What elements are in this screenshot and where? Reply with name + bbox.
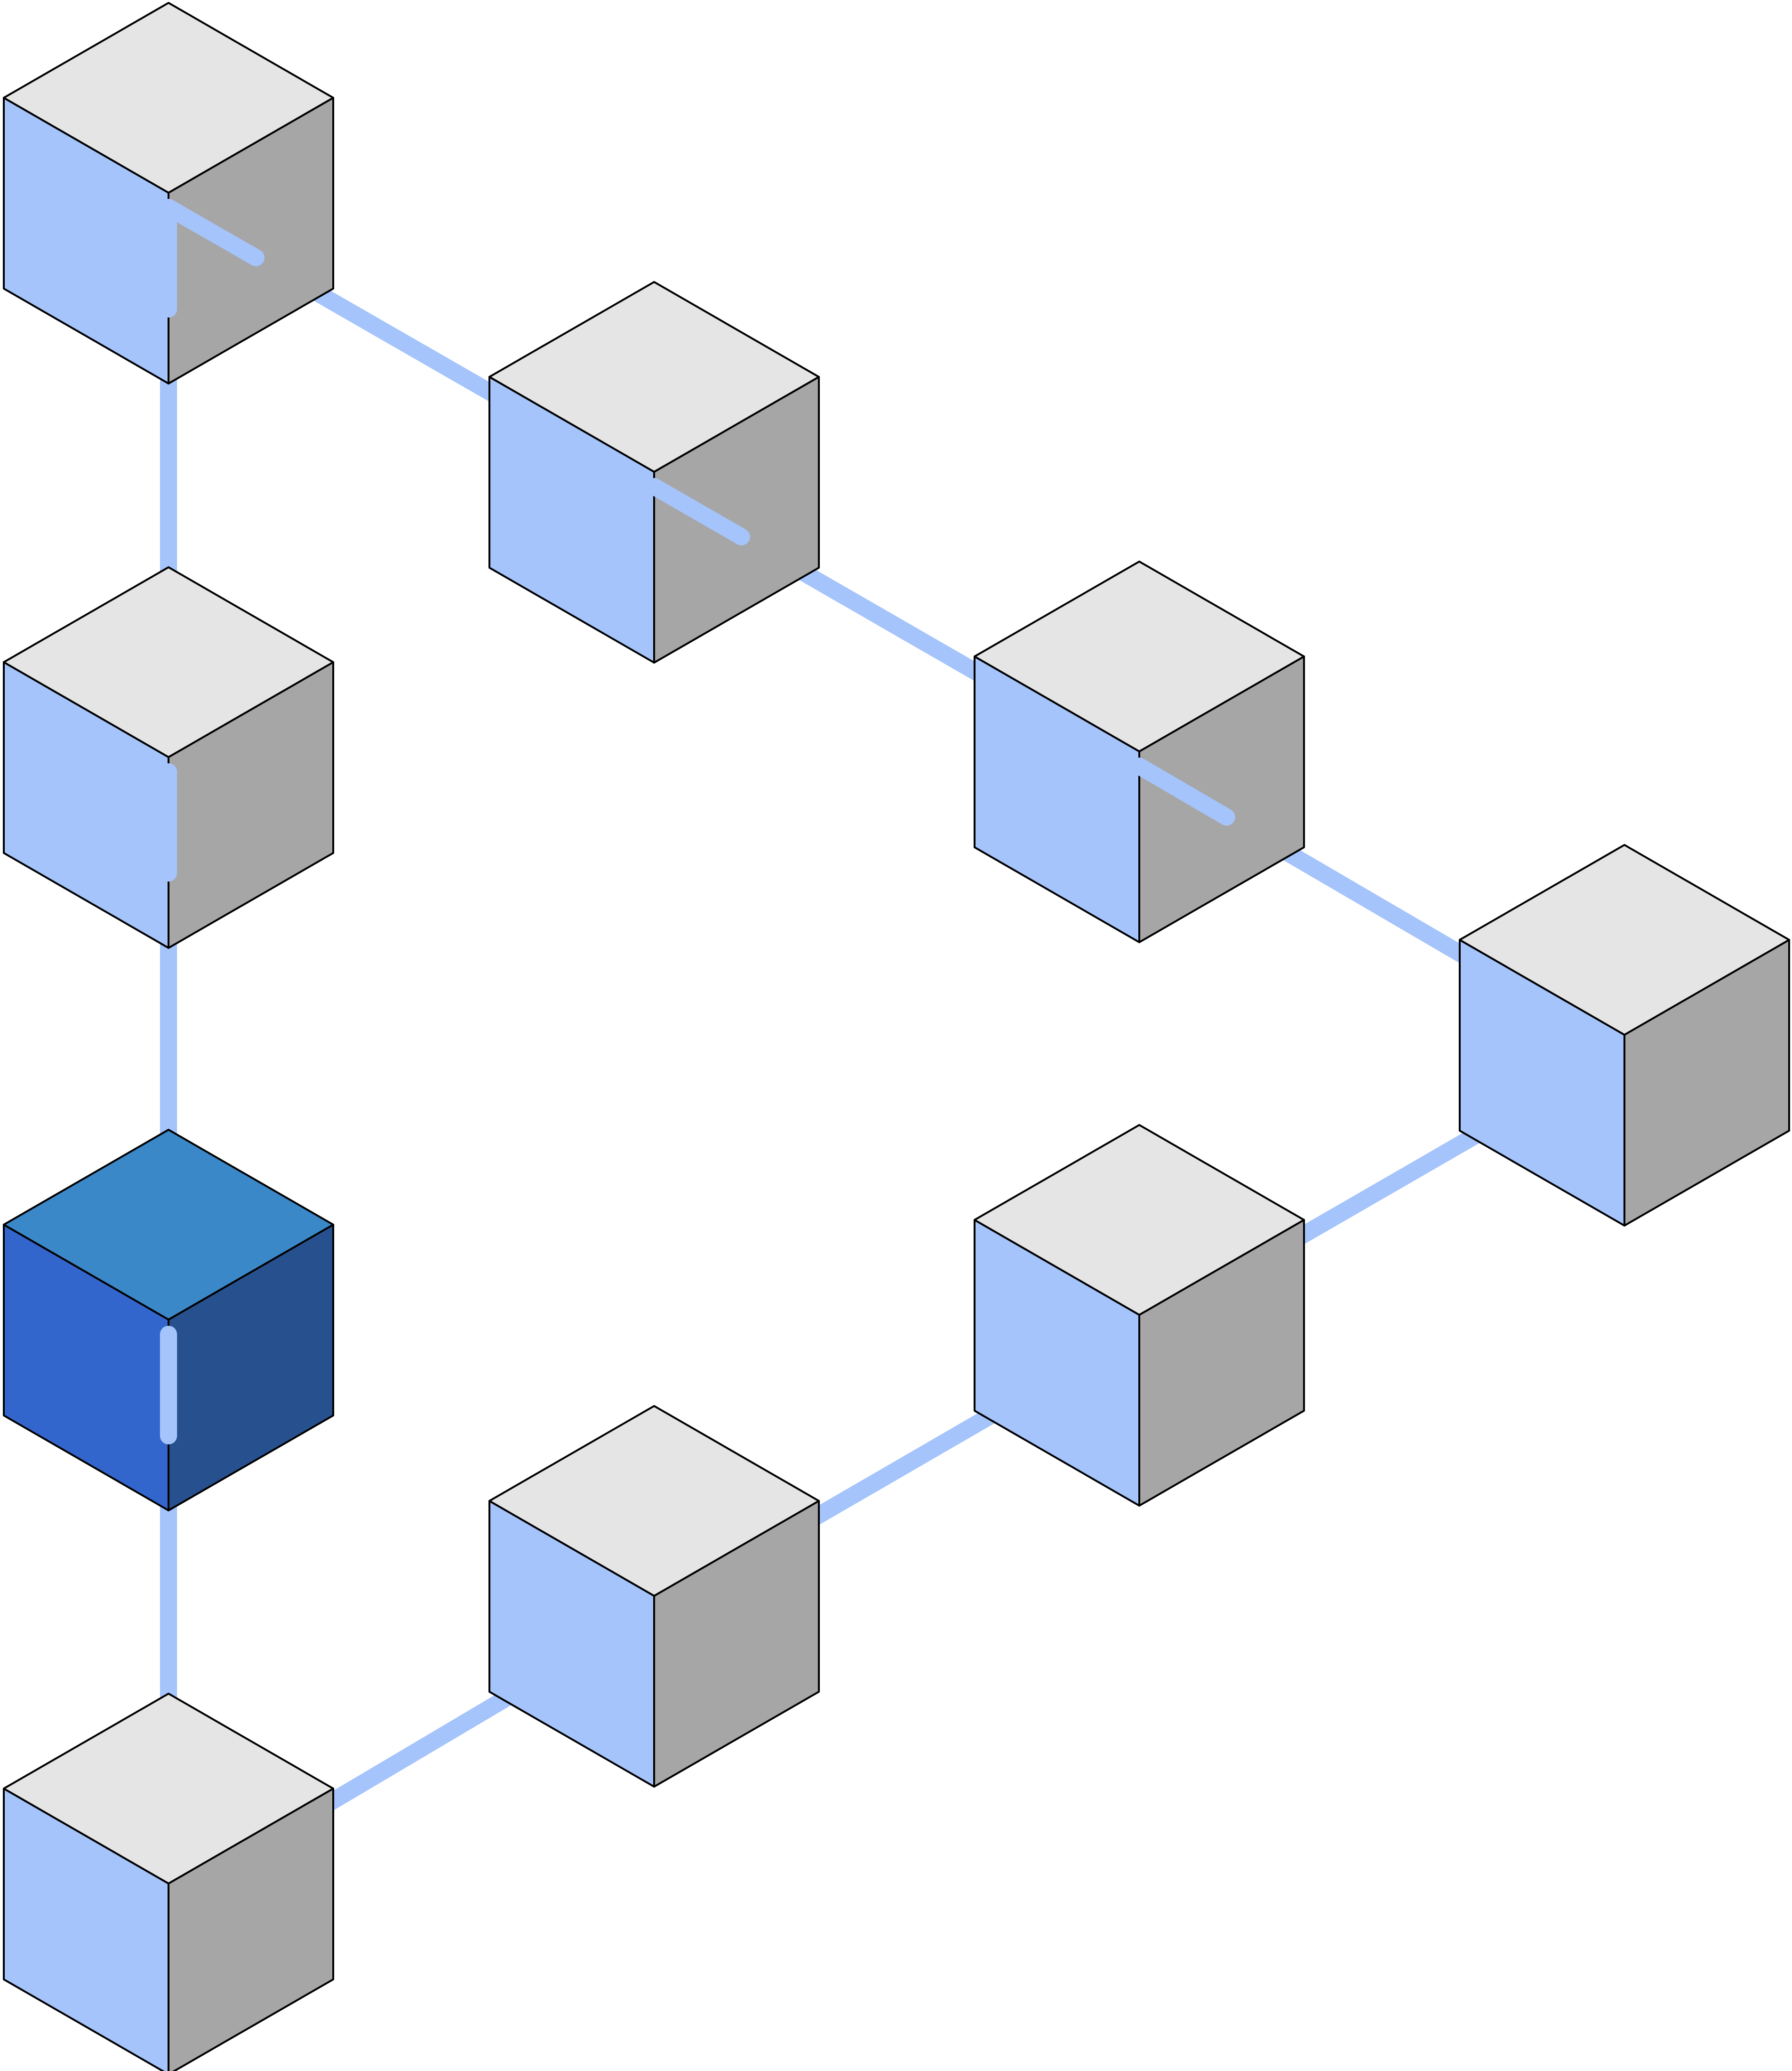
link-stubs-layer [160,199,1235,1444]
highlighted-block-b3 [3,1129,334,1511]
blocks-layer [3,2,1790,2071]
block-b1 [3,2,334,384]
block-top-face [3,1693,334,1884]
block-top-face [974,1124,1305,1316]
link-stub-b1-b9 [160,199,265,266]
links-layer [160,199,1633,1907]
block-b6 [974,1124,1305,1507]
link-stub-b9-b8 [646,478,750,546]
block-top-face [974,561,1305,752]
block-b5 [488,1405,820,1788]
block-top-face [488,281,820,473]
block-b7 [1459,844,1790,1227]
block-top-face [3,566,334,758]
block-top-face [3,1129,334,1321]
block-b4 [3,1693,334,2071]
block-top-face [1459,844,1790,1036]
link-stub-b8-b7 [1131,758,1235,826]
block-top-face [3,2,334,194]
block-b8 [974,561,1305,943]
block-top-face [488,1405,820,1597]
block-b9 [488,281,820,664]
block-b2 [3,566,334,949]
